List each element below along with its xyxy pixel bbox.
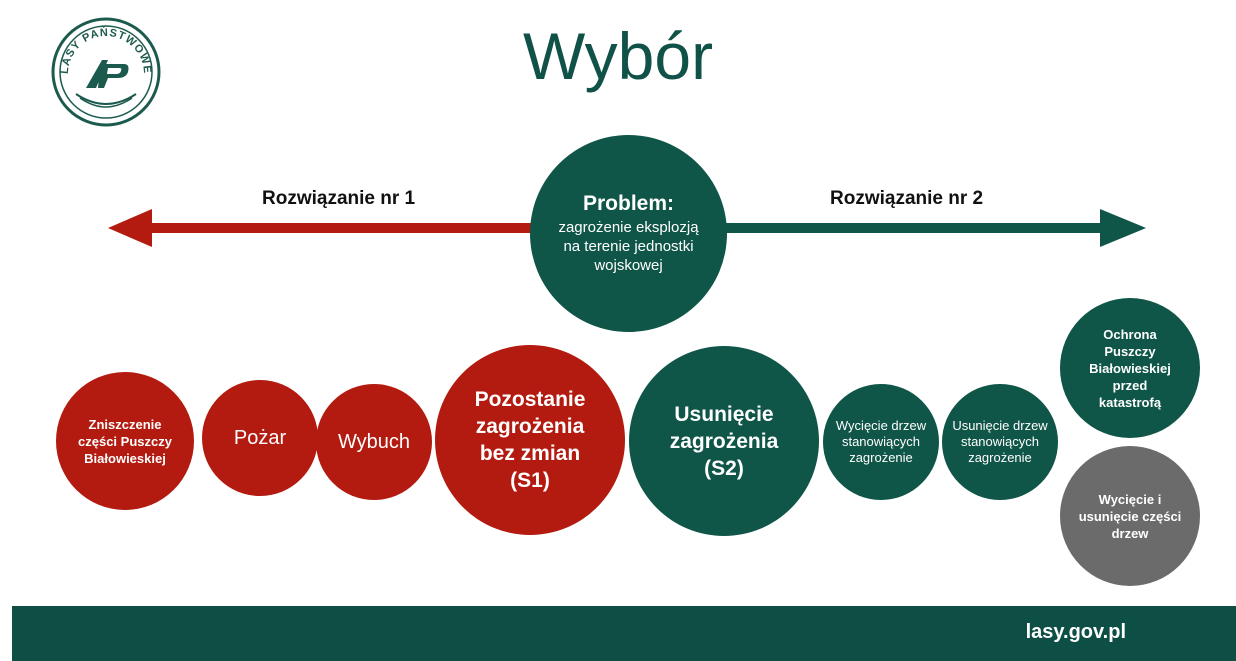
circle-wyciecie-czesci: Wycięcie i usunięcie części drzew bbox=[1060, 446, 1200, 586]
problem-heading: Problem: bbox=[582, 192, 674, 215]
problem-text: zagrożenie eksplozją na terenie jednostk… bbox=[558, 219, 699, 274]
circle-wybuch-label: Wybuch bbox=[337, 430, 411, 453]
arrow-left bbox=[108, 209, 550, 247]
circle-pozar: Pożar bbox=[202, 380, 318, 496]
circle-zniszczenie-label: Zniszczenie części Puszczy Białowieskiej bbox=[78, 416, 172, 466]
circle-ochrona-label: Ochrona Puszczy Białowieskiej przed kata… bbox=[1089, 326, 1171, 410]
circle-wyciecie-label: Wycięcie drzew stanowiących zagrożenie bbox=[835, 418, 927, 465]
footer-bar: lasy.gov.pl bbox=[12, 606, 1236, 661]
footer-url[interactable]: lasy.gov.pl bbox=[1025, 621, 1126, 643]
solution-1-label: Rozwiązanie nr 1 bbox=[262, 188, 416, 209]
lasy-panstwowe-logo: LASY PAŃSTWOWE bbox=[50, 16, 162, 128]
arrow-right bbox=[690, 209, 1146, 247]
circle-wyciecie-czesci-label: Wycięcie i usunięcie części drzew bbox=[1078, 491, 1182, 541]
circle-ochrona: Ochrona Puszczy Białowieskiej przed kata… bbox=[1060, 298, 1200, 438]
circle-usuniecie-drzew-label: Usunięcie drzew stanowiących zagrożenie bbox=[952, 418, 1048, 465]
circle-usuniecie-s2-label: Usunięcie zagrożenia (S2) bbox=[669, 402, 779, 480]
circle-pozostanie: Pozostanie zagrożenia bez zmian (S1) bbox=[435, 345, 625, 535]
problem-circle: Problem: zagrożenie eksplozją na terenie… bbox=[530, 135, 727, 332]
circle-zniszczenie: Zniszczenie części Puszczy Białowieskiej bbox=[56, 372, 194, 510]
circle-wyciecie: Wycięcie drzew stanowiących zagrożenie bbox=[823, 384, 939, 500]
circle-wybuch: Wybuch bbox=[316, 384, 432, 500]
circle-pozostanie-label: Pozostanie zagrożenia bez zmian (S1) bbox=[474, 388, 586, 492]
circle-usuniecie-drzew: Usunięcie drzew stanowiących zagrożenie bbox=[942, 384, 1058, 500]
page-title: Wybór bbox=[522, 19, 714, 93]
circle-usuniecie-s2: Usunięcie zagrożenia (S2) bbox=[629, 346, 819, 536]
solution-2-label: Rozwiązanie nr 2 bbox=[830, 188, 984, 209]
circle-pozar-label: Pożar bbox=[233, 426, 287, 449]
